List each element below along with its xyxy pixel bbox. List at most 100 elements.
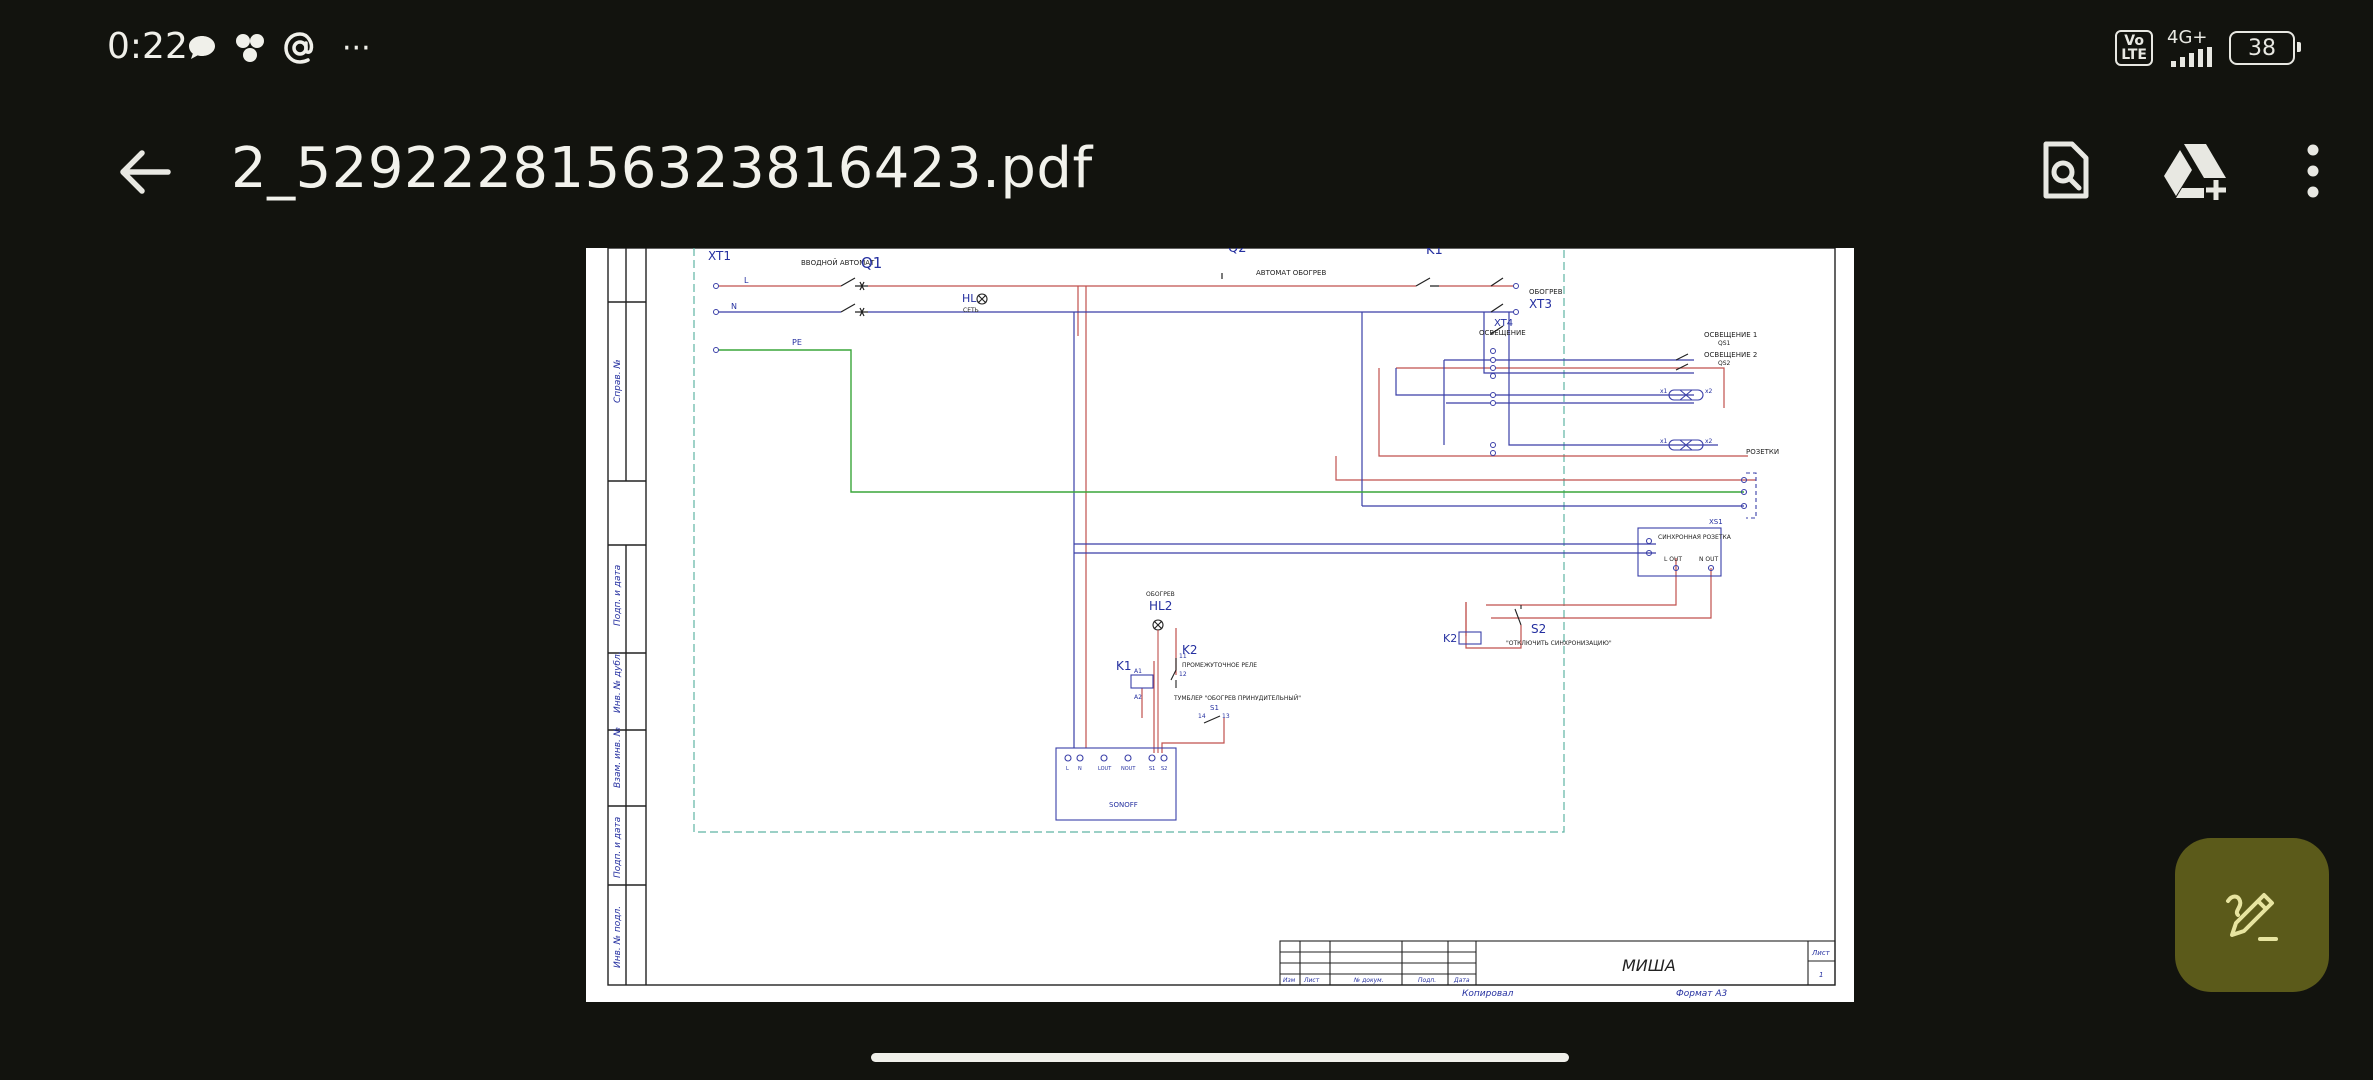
label-term-s1: S1	[1149, 766, 1155, 772]
contactor-k1	[1490, 277, 1504, 335]
label-s14: 14	[1198, 713, 1206, 720]
system-indicators: Vo LTE 4G+ 38	[2115, 26, 2301, 70]
volte-badge: Vo LTE	[2115, 30, 2153, 66]
label-l: L	[744, 276, 749, 285]
label-term-n: N	[1078, 766, 1082, 772]
stamp-label: Подп. и дата	[613, 565, 623, 626]
label-sonoff: SONOFF	[1109, 801, 1138, 809]
label-xt3-desc: ОБОГРЕВ	[1529, 288, 1563, 296]
label-sockets: РОЗЕТКИ	[1746, 448, 1779, 456]
label-x2b: x2	[1705, 438, 1713, 445]
label-s12: 12	[1179, 671, 1187, 678]
stamp-label: Взам. инв. №	[613, 727, 623, 788]
label-s1-desc: ТУМБЛЕР "ОБОГРЕВ ПРИНУДИТЕЛЬНЫЙ"	[1173, 695, 1301, 702]
lamp-hl2	[1152, 619, 1164, 753]
label-s2: S2	[1531, 622, 1546, 636]
edit-pen-icon	[2226, 893, 2278, 941]
label-hl: HL	[962, 292, 977, 305]
toggle-s1	[1203, 715, 1221, 724]
breaker-q1	[840, 277, 868, 317]
more-notifications: ···	[342, 30, 371, 66]
label-q2: Q2	[1228, 248, 1247, 256]
title-col: Дата	[1453, 977, 1470, 984]
title-block	[1279, 940, 1836, 986]
format-label: Формат A3	[1676, 989, 1728, 999]
label-sync-socket: СИНХРОННАЯ РОЗЕТКА	[1658, 534, 1732, 541]
label-xt4-desc: ОСВЕЩЕНИЕ	[1479, 329, 1526, 337]
label-x1a: x1	[1660, 388, 1668, 395]
title-block-text: МИША Лист 1 Изм Лист № докум. Подп. Дата…	[1283, 949, 1831, 999]
signal-icon	[2171, 47, 2212, 67]
sync-socket-xs1	[1637, 527, 1722, 577]
enclosure-boundary	[693, 248, 1565, 833]
label-a2: A2	[1134, 694, 1142, 701]
label-light1-sub: QS1	[1718, 340, 1731, 347]
switches-qs	[1675, 353, 1689, 371]
stamp-label: Инв. № дубл.	[613, 651, 623, 713]
label-k2: K2	[1182, 643, 1198, 657]
breaker-q2	[1221, 273, 1439, 287]
network-type: 4G+	[2167, 27, 2208, 48]
label-hl-desc: СЕТЬ	[963, 307, 979, 314]
title-col: Подп.	[1418, 977, 1436, 984]
label-xt1: XT1	[708, 249, 731, 263]
label-q2-desc: АВТОМАТ ОБОГРЕВ	[1256, 269, 1326, 277]
switch-s2	[1514, 605, 1522, 626]
sheet-number: 1	[1819, 971, 1823, 979]
label-term-l: L	[1066, 766, 1069, 772]
battery-icon: 38	[2229, 31, 2301, 65]
status-time: 0:22	[107, 26, 188, 67]
edit-button[interactable]	[2175, 838, 2329, 992]
label-s1: S1	[1210, 704, 1219, 712]
wires-neutral	[718, 311, 1744, 748]
label-xt3: XT3	[1529, 297, 1552, 311]
stamp-label: Справ. №	[613, 359, 623, 403]
chat-bubble-icon	[189, 36, 215, 59]
label-s11: 11	[1179, 653, 1187, 660]
label-hl2: HL2	[1149, 599, 1172, 613]
label-light2: ОСВЕЩЕНИЕ 2	[1704, 351, 1757, 359]
label-term-lout: LOUT	[1098, 766, 1112, 772]
battery-level: 38	[2248, 35, 2276, 61]
status-bar: 0:22 ··· Vo LTE 4G+ 3	[0, 0, 2373, 96]
community-icon	[236, 34, 264, 62]
label-term-nout: NOUT	[1121, 766, 1136, 772]
more-vertical-icon[interactable]	[2280, 138, 2346, 204]
lamp-hl	[976, 293, 988, 305]
find-in-page-icon[interactable]	[2032, 138, 2098, 204]
sheet-label: Лист	[1811, 949, 1831, 957]
label-k2b: K2	[1443, 632, 1457, 645]
label-s2-desc: "ОТКЛЮЧИТЬ СИНХРОНИЗАЦИЮ"	[1506, 640, 1612, 647]
add-to-drive-icon[interactable]	[2162, 138, 2228, 204]
label-n-out: N OUT	[1699, 556, 1719, 563]
terminals	[713, 283, 1519, 456]
home-indicator[interactable]	[871, 1053, 1569, 1062]
label-n: N	[731, 302, 737, 311]
title-name: МИША	[1622, 956, 1676, 975]
label-hl2-desc: ОБОГРЕВ	[1146, 591, 1175, 598]
label-q1-desc: ВВОДНОЙ АВТОМАТ	[801, 258, 875, 267]
label-light2-sub: QS2	[1718, 360, 1731, 367]
socket-group	[1740, 472, 1757, 519]
network-indicator: 4G+	[2167, 29, 2215, 67]
app-bar: 2_5292228156323816423.pdf	[0, 110, 2373, 230]
light-fixtures	[1668, 389, 1704, 451]
contact-k2	[1170, 658, 1177, 688]
wire-pe	[718, 349, 1744, 493]
pdf-page[interactable]: Справ. № Подп. и дата Инв. № дубл. Взам.…	[586, 248, 1854, 1002]
label-k1: K1	[1116, 659, 1132, 673]
page-frame	[607, 248, 1836, 986]
relay-k1-coil	[1130, 674, 1154, 689]
arrow-left-icon[interactable]	[112, 140, 176, 204]
label-a1: A1	[1134, 668, 1142, 675]
title-col: Изм	[1283, 977, 1296, 984]
label-x2a: x2	[1705, 388, 1713, 395]
electrical-schematic: Справ. № Подп. и дата Инв. № дубл. Взам.…	[607, 248, 1836, 999]
title-col: Лист	[1303, 977, 1320, 984]
label-k2-desc: ПРОМЕЖУТОЧНОЕ РЕЛЕ	[1182, 662, 1257, 669]
sonoff-module	[1055, 747, 1177, 821]
label-xs1: XS1	[1709, 518, 1723, 526]
label-pe: PE	[792, 338, 802, 347]
label-l-out: L OUT	[1664, 556, 1682, 563]
label-k1-top: K1	[1426, 248, 1443, 258]
